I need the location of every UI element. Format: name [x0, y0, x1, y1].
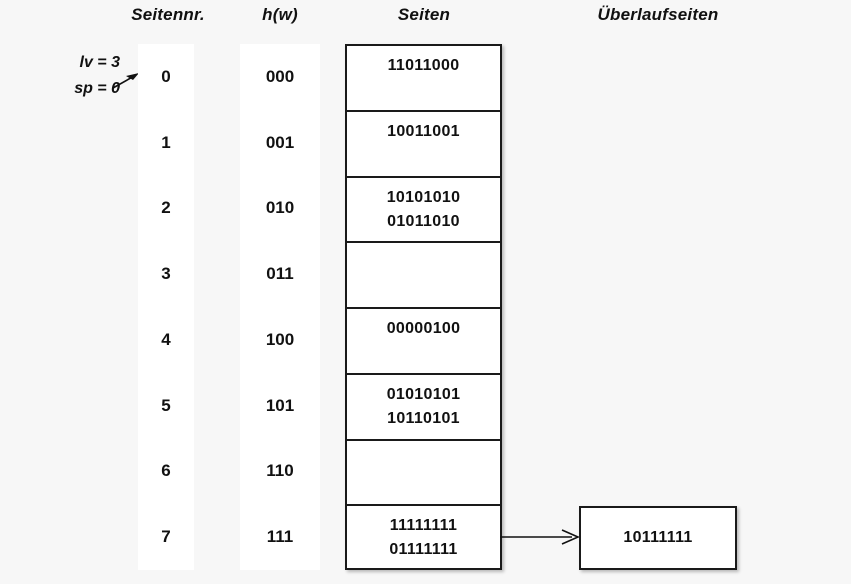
seitennr-cell: 7: [161, 527, 171, 547]
page-entry: 10101010: [386, 188, 461, 206]
pages-table: 11011000 10011001 10101010 01011010 00000100…: [345, 44, 502, 570]
hash-cell: 111: [266, 527, 294, 547]
hash-cell: 011: [266, 264, 294, 284]
page-bucket: 00000100: [347, 309, 500, 375]
hash-cell: 100: [265, 329, 295, 349]
column-header-seitennr: Seitennr.: [131, 5, 205, 24]
page-entry: 11111111: [389, 517, 458, 535]
page-bucket: 01010101 10110101: [347, 375, 500, 441]
page-bucket: 11111111 01111111: [347, 506, 500, 572]
hash-cell: 010: [265, 198, 295, 218]
parameter-lv: lv = 3: [79, 54, 120, 71]
page-bucket: 11011000: [347, 46, 500, 112]
page-entry: 01011010: [387, 212, 460, 230]
page-entry: 01111111: [389, 541, 458, 559]
pointer-arrow-icon: [112, 73, 139, 89]
page-entry: 10110101: [387, 409, 460, 427]
hash-cell: 101: [265, 395, 295, 415]
hash-cell: 001: [265, 132, 295, 152]
seitennr-cell: 3: [161, 264, 171, 284]
seitennr-cell: 0: [161, 66, 171, 86]
seitennr-cell: 2: [161, 198, 171, 218]
seitennr-cell: 5: [161, 395, 171, 415]
overflow-page-box: 10111111: [579, 506, 737, 570]
column-header-hash: h(w): [262, 5, 298, 24]
hash-cell: 000: [265, 66, 295, 86]
column-header-ueberlaufseiten: Überlaufseiten: [597, 5, 719, 24]
seitennr-cell: 4: [161, 329, 171, 349]
seitennr-cell: 6: [161, 461, 171, 481]
parameter-annotation: lv = 3 sp = 0: [40, 50, 120, 102]
overflow-entry: 10111111: [623, 529, 693, 546]
page-entry: 10011001: [387, 122, 460, 140]
page-bucket: 10101010 01011010: [347, 178, 500, 244]
page-bucket: 10011001: [347, 112, 500, 178]
page-entry: 00000100: [386, 320, 461, 337]
page-bucket: [347, 441, 500, 507]
page-entry: 01010101: [386, 385, 461, 403]
page-entry: 11011000: [387, 57, 460, 74]
page-bucket: [347, 243, 500, 309]
hash-cell: 110: [266, 461, 294, 481]
seitennr-column: 0 1 2 3 4 5 6 7: [138, 44, 194, 570]
column-header-seiten: Seiten: [397, 5, 451, 24]
parameter-sp: sp = 0: [74, 80, 120, 97]
hash-column: 000 001 010 011 100 101 110 111: [240, 44, 320, 570]
overflow-arrow-icon: [500, 529, 580, 545]
seitennr-cell: 1: [161, 132, 171, 152]
